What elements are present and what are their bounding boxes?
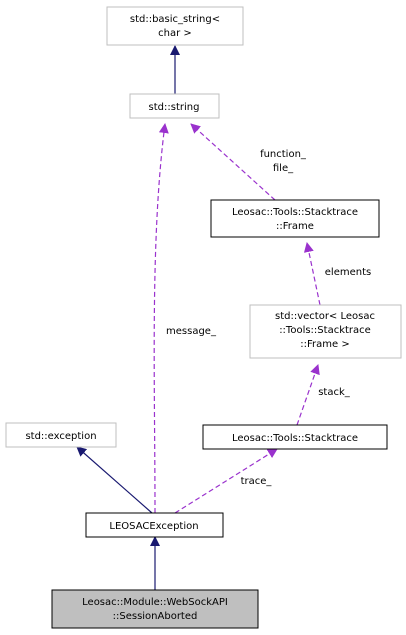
node-leosac-exception-label: LEOSACException	[109, 521, 198, 532]
node-std-vector-frame-label-2: ::Tools::Stacktrace	[279, 325, 371, 336]
node-leosac-exception[interactable]: LEOSACException	[85, 512, 224, 538]
edge-leosac-exception-inherits-exception	[76, 446, 153, 514]
edge-label-file: file_	[273, 163, 294, 174]
edge-label-elements: elements	[325, 267, 371, 278]
node-std-vector-frame[interactable]: std::vector< Leosac ::Tools::Stacktrace …	[249, 304, 402, 359]
edge-stacktrace-uses-vector	[296, 364, 320, 426]
node-stacktrace-frame[interactable]: Leosac::Tools::Stacktrace ::Frame	[210, 199, 380, 238]
node-session-aborted: Leosac::Module::WebSockAPI ::SessionAbor…	[51, 589, 259, 629]
node-session-aborted-label-1: Leosac::Module::WebSockAPI	[82, 597, 228, 608]
edge-frame-uses-string	[190, 123, 276, 201]
node-std-basic-string-label-2: char >	[158, 28, 192, 39]
node-std-basic-string-label-1: std::basic_string<	[130, 14, 220, 25]
node-std-vector-frame-label-1: std::vector< Leosac	[275, 311, 375, 322]
node-std-string[interactable]: std::string	[129, 93, 220, 119]
edge-label-function: function_	[260, 149, 307, 160]
node-std-string-label: std::string	[149, 102, 200, 113]
node-stacktrace[interactable]: Leosac::Tools::Stacktrace	[202, 424, 388, 450]
node-stacktrace-frame-label-1: Leosac::Tools::Stacktrace	[232, 207, 358, 218]
node-std-basic-string[interactable]: std::basic_string< char >	[106, 6, 244, 46]
node-session-aborted-label-2: ::SessionAborted	[113, 611, 198, 622]
edge-label-message: message_	[166, 326, 217, 337]
node-std-exception-label: std::exception	[25, 431, 96, 442]
edge-leosac-exception-uses-stacktrace	[174, 448, 278, 514]
node-stacktrace-label: Leosac::Tools::Stacktrace	[232, 433, 358, 444]
node-std-exception[interactable]: std::exception	[5, 422, 117, 448]
node-stacktrace-frame-label-2: ::Frame	[276, 221, 314, 232]
node-std-vector-frame-label-3: ::Frame >	[300, 339, 349, 350]
edge-label-stack: stack_	[318, 387, 351, 398]
edge-label-trace: trace_	[241, 476, 273, 487]
edge-vector-uses-frame	[303, 242, 321, 306]
edge-leosac-exception-uses-string	[153, 123, 169, 514]
